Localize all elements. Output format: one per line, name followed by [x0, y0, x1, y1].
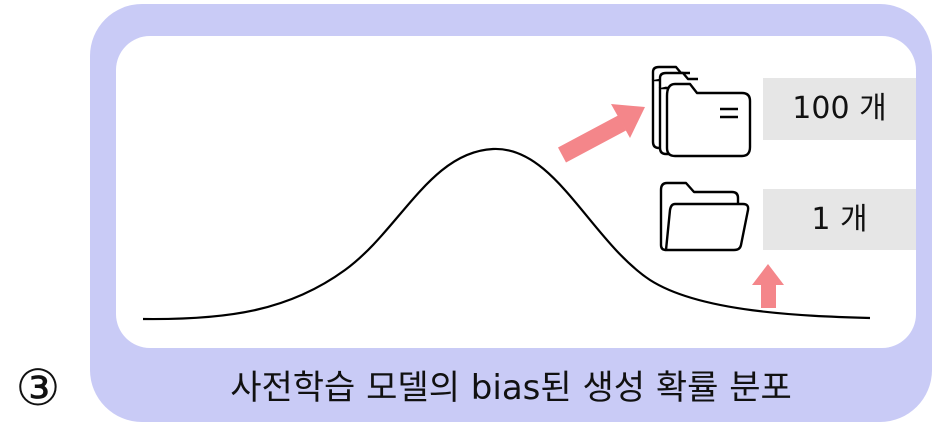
step-marker: ③: [15, 359, 61, 417]
folder-icon: [659, 181, 750, 252]
folder-stack-icon: [651, 65, 752, 158]
distribution-curve: [142, 147, 871, 321]
count-badge-many: 100 개: [763, 78, 916, 140]
up-arrow-icon: [752, 264, 784, 308]
count-badge-one: 1 개: [763, 189, 916, 250]
diagram-caption: 사전학습 모델의 bias된 생성 확률 분포: [230, 368, 792, 408]
diagonal-arrow-icon: [558, 104, 645, 163]
